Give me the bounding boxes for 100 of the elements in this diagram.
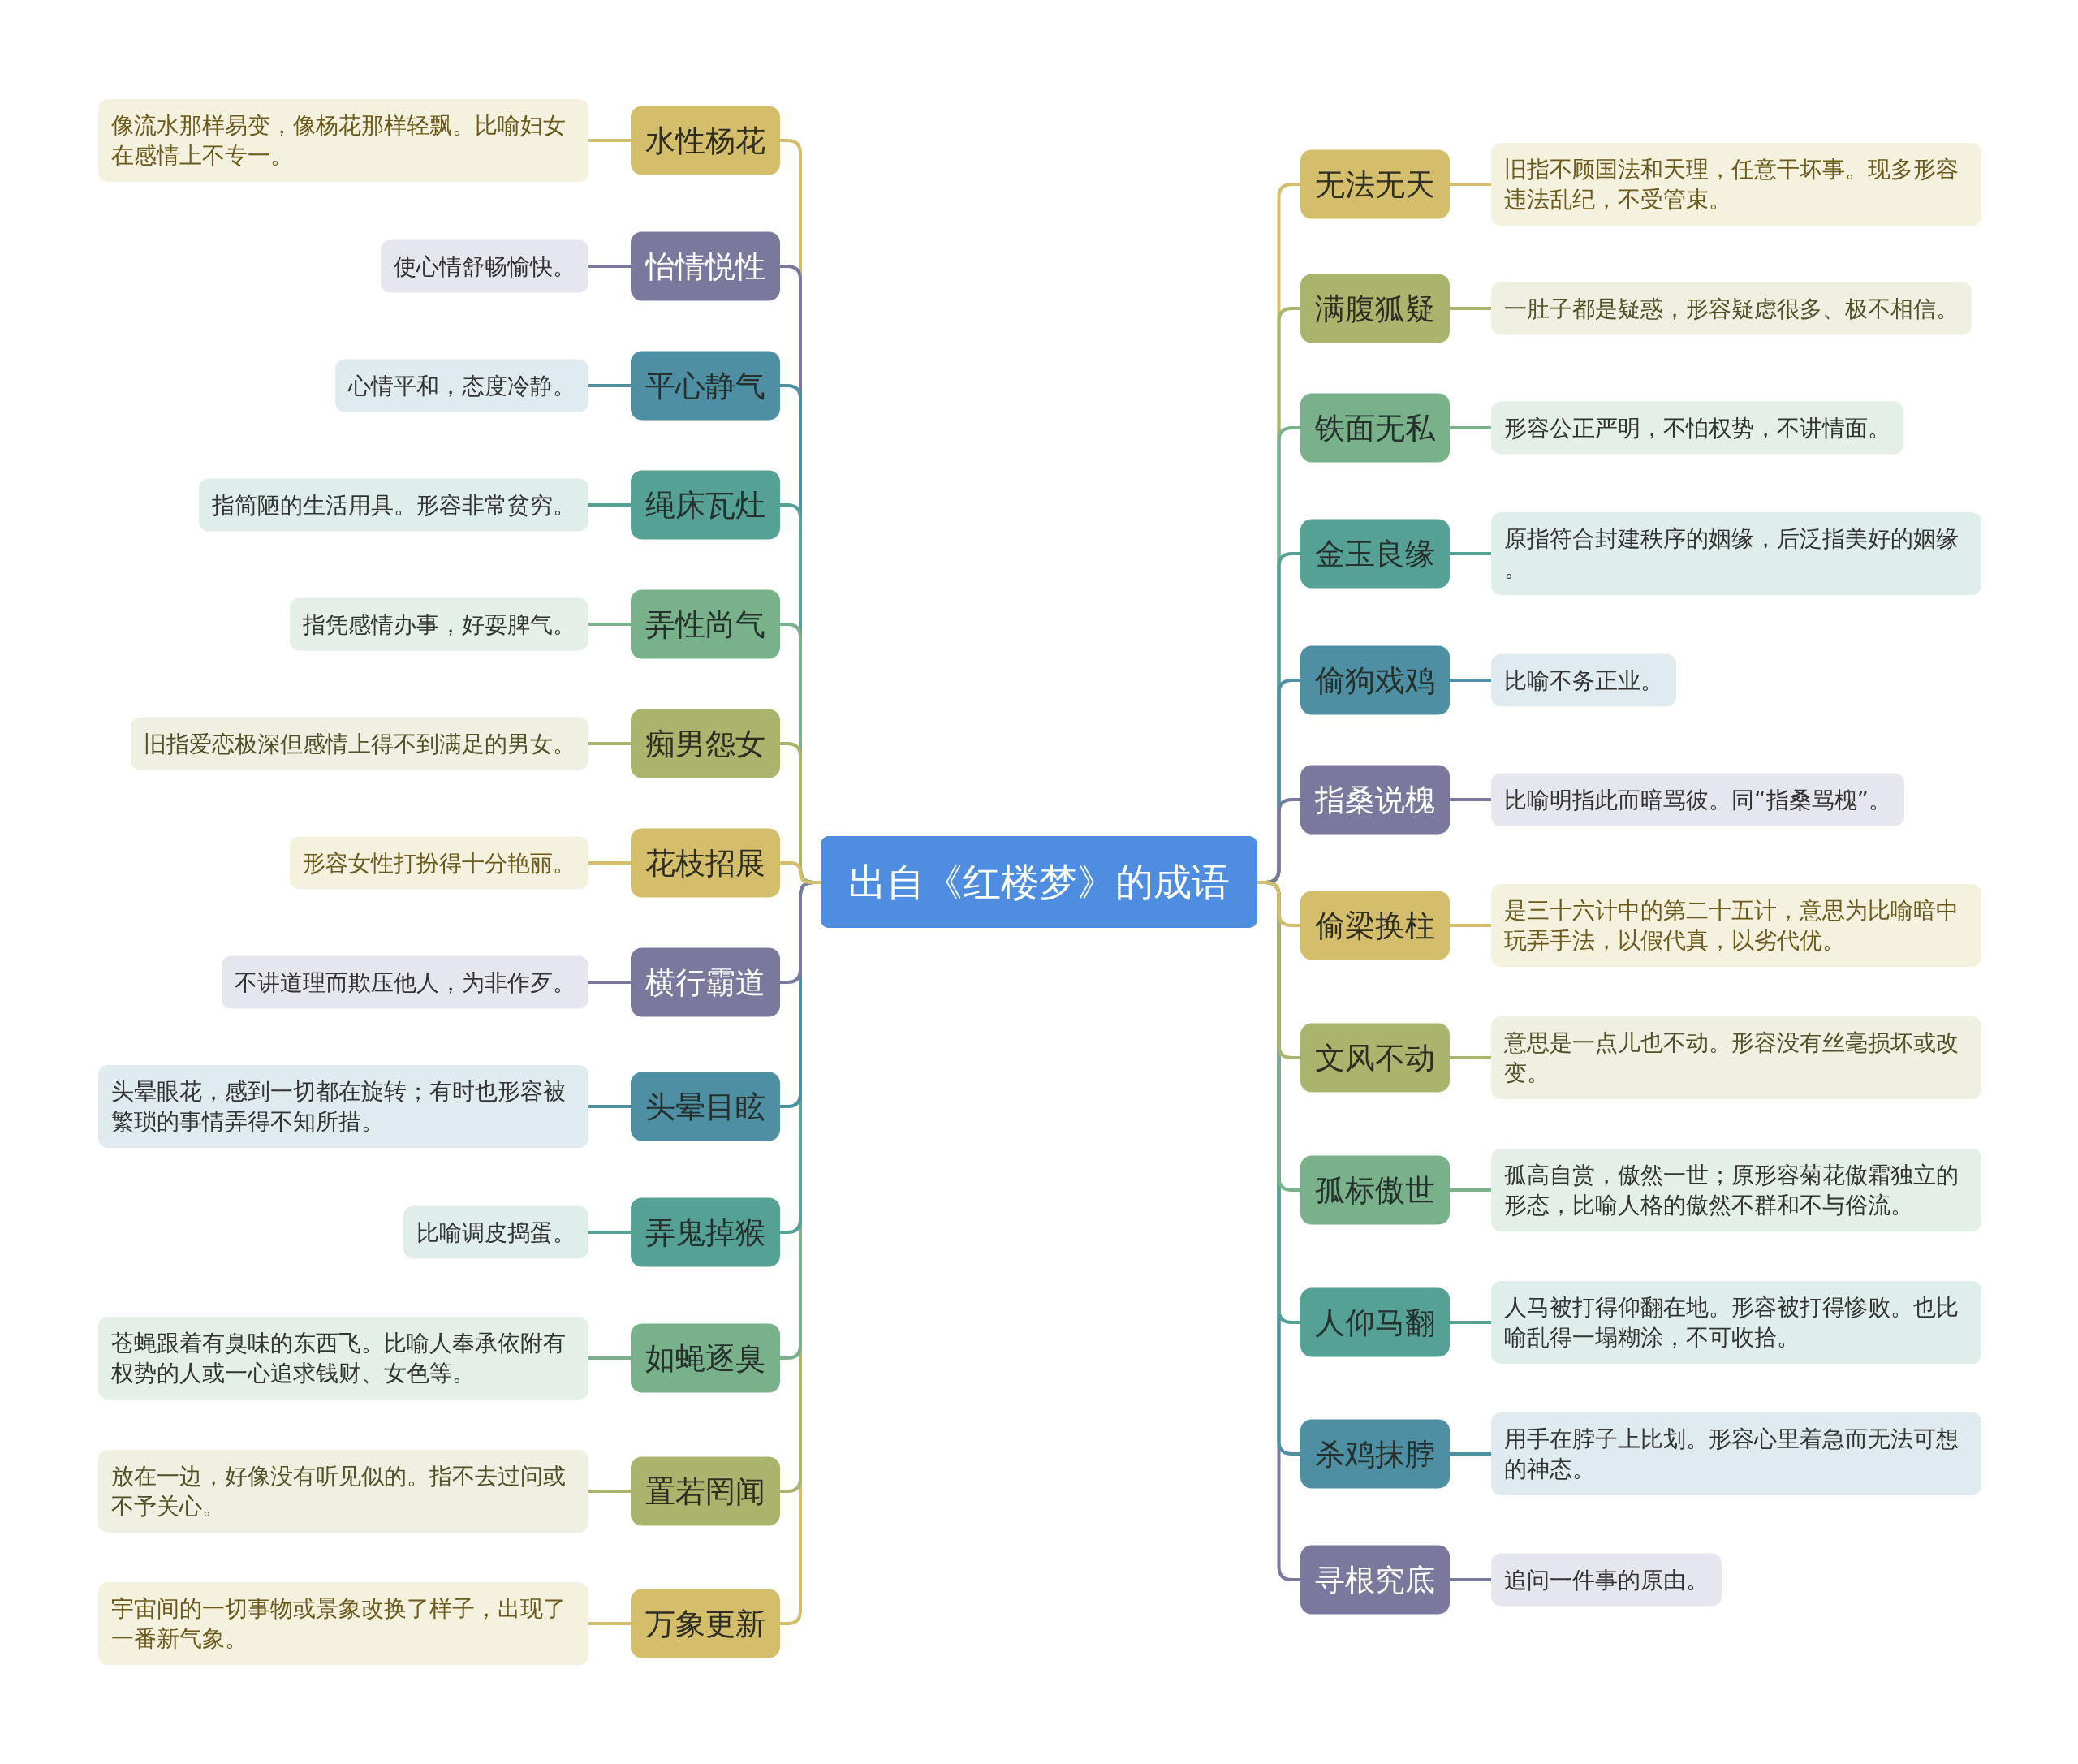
idiom-card [1300,891,1450,960]
idiom-label: 孤标傲世 [1315,1172,1435,1208]
connector-line [588,265,631,268]
definition-text: 比喻不务正业。 [1504,666,1663,696]
connector-line [588,139,631,142]
definition-card [290,836,588,890]
definition-card [1491,1553,1722,1607]
connector-line [588,503,631,507]
definition-card [1491,282,1972,335]
definition-text: 用手在脖子上比划。形容心里着急而无法可想的神态。 [1504,1425,1959,1484]
definition-card [98,1065,588,1148]
connector-line [588,742,631,745]
connector-line [1450,1578,1491,1581]
definition-text: 一肚子都是疑惑，形容疑虑很多、极不相信。 [1504,294,1959,324]
idiom-card [1300,519,1450,589]
definition-card [199,478,588,532]
connector-line [588,623,631,626]
definition-text: 意思是一点儿也不动。形容没有丝毫损坏或改变。 [1504,1029,1959,1088]
definition-card [98,1450,588,1533]
idiom-label: 横行霸道 [645,964,765,1000]
connector-line [588,384,631,387]
idiom-label: 铁面无私 [1315,410,1435,446]
idiom-card [631,351,780,421]
definition-text: 头晕眼花，感到一切都在旋转；有时也形容被繁琐的事情弄得不知所措。 [111,1077,567,1136]
definition-card [335,359,588,412]
connector-line [1450,426,1491,429]
definition-text: 指凭感情办事，好耍脾气。 [303,610,576,640]
definition-text: 不讲道理而欺压他人，为非作歹。 [235,968,576,998]
definition-card [1491,884,1981,967]
idiom-card [1300,765,1450,835]
idiom-label: 万象更新 [645,1606,765,1641]
definition-card [1491,1412,1981,1495]
idiom-label: 弄性尚气 [645,606,765,642]
idiom-label: 绳床瓦灶 [645,487,765,523]
idiom-label: 平心静气 [645,368,765,403]
idiom-card [631,1589,780,1658]
definition-card [131,717,588,770]
idiom-card [1300,1155,1450,1225]
idiom-card [631,589,780,659]
idiom-label: 偷梁换柱 [1315,908,1435,943]
idiom-label: 金玉良缘 [1315,536,1435,571]
connector-line [588,981,631,984]
idiom-label: 花枝招展 [645,845,765,881]
connector-line [780,861,821,884]
definition-text: 原指符合封建秩序的姻缘，后泛指美好的姻缘。 [1504,524,1959,584]
definition-text: 使心情舒畅愉快。 [394,252,576,282]
idiom-card [1300,645,1450,715]
definition-text: 比喻调皮捣蛋。 [416,1218,576,1248]
idiom-label: 无法无天 [1315,166,1435,202]
definition-text: 形容公正严明，不怕权势，不讲情面。 [1504,413,1890,443]
idiom-card [631,947,780,1017]
idiom-card [631,828,780,898]
definition-card [1491,1016,1981,1099]
definition-card [1491,401,1903,455]
connector-line [1450,307,1491,310]
definition-card [1491,512,1981,595]
definition-text: 比喻明指此而暗骂彼。同“指桑骂槐”。 [1504,785,1891,815]
definition-card [98,1582,588,1665]
definition-text: 形容女性打扮得十分艳丽。 [303,848,576,878]
idiom-label: 指桑说槐 [1315,782,1435,817]
idiom-label: 文风不动 [1315,1040,1435,1076]
definition-card [290,597,588,651]
definition-text: 追问一件事的原由。 [1504,1565,1709,1595]
idiom-card [631,1072,780,1141]
connector-line [588,861,631,865]
connector-line [1450,1452,1491,1456]
connector-line [1450,798,1491,801]
definition-card [1491,143,1981,226]
idiom-label: 满腹狐疑 [1315,291,1435,326]
connector-line [1450,924,1491,927]
connector-line [1450,679,1491,682]
definition-card [98,1317,588,1400]
connector-line [588,1490,631,1493]
definition-card [1491,1281,1981,1364]
connector-line [588,1622,631,1625]
definition-text: 指简陋的生活用具。形容非常贫穷。 [212,490,576,520]
idiom-card [1300,1023,1450,1093]
connector-line [1450,1188,1491,1192]
idiom-card [631,1323,780,1393]
definition-text: 旧指不顾国法和天理，任意干坏事。现多形容违法乱纪，不受管束。 [1504,155,1959,214]
idiom-card [631,231,780,301]
definition-text: 宇宙间的一切事物或景象改换了样子，出现了一番新气象。 [111,1594,567,1654]
idiom-card [631,470,780,540]
definition-card [1491,773,1904,826]
definition-text: 心情平和，态度冷静。 [348,371,576,401]
idiom-card [631,709,780,778]
definition-card [1491,1149,1981,1231]
definition-card [222,955,588,1009]
connector-line [1450,552,1491,555]
connector-line [588,1231,631,1234]
idiom-card [1300,149,1450,219]
definition-text: 像流水那样易变，像杨花那样轻飘。比喻妇女在感情上不专一。 [111,111,567,170]
idiom-card [1300,1545,1450,1615]
connector-line [588,1105,631,1108]
idiom-card [631,1456,780,1526]
definition-card [381,239,588,293]
idiom-label: 寻根究底 [1315,1562,1435,1598]
idiom-card [631,1197,780,1267]
idiom-label: 人仰马翻 [1315,1305,1435,1340]
idiom-card [1300,393,1450,463]
